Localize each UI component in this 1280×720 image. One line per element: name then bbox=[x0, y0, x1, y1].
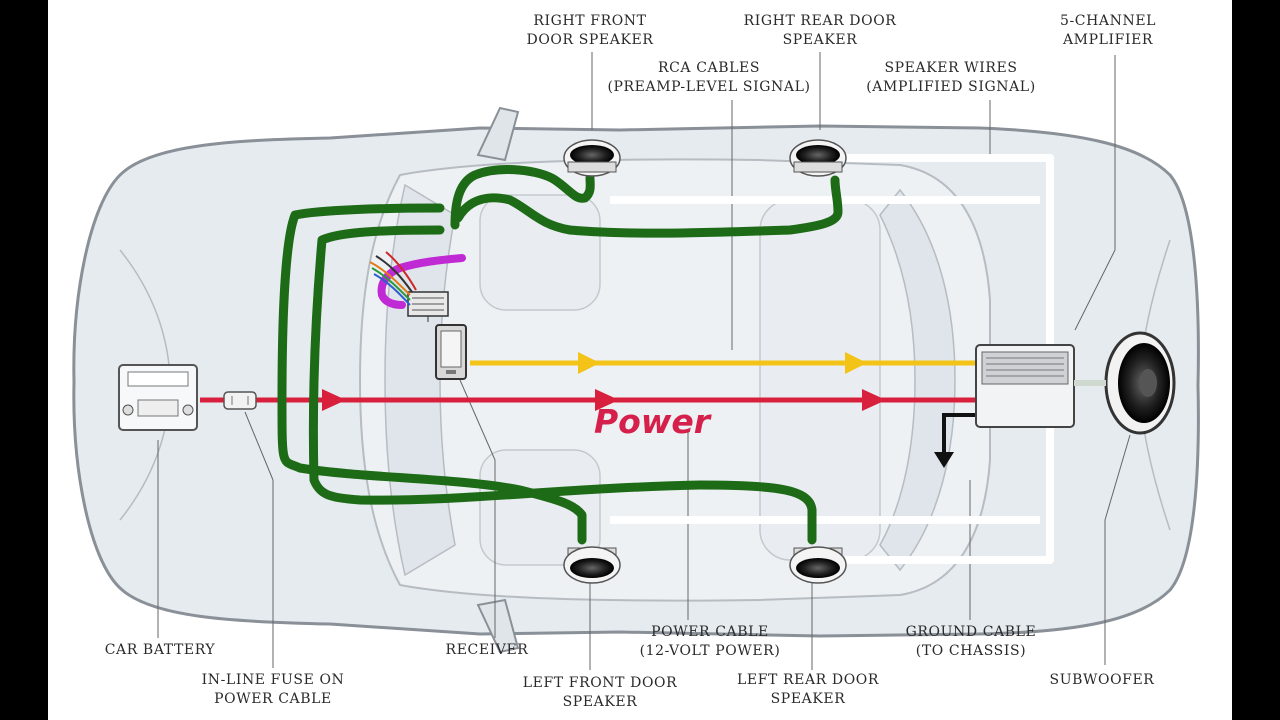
rear-seat bbox=[759, 199, 881, 561]
car-battery-label: CAR BATTERY bbox=[104, 642, 216, 658]
ground-arrow bbox=[942, 413, 975, 455]
car-body bbox=[72, 106, 1200, 654]
mirror-right bbox=[476, 106, 520, 162]
speaker-icon-right-front bbox=[563, 139, 621, 177]
subwoofer-label: SUBWOOFER bbox=[1049, 672, 1155, 688]
inline-fuse-icon bbox=[223, 391, 257, 410]
mirror-left bbox=[476, 598, 520, 654]
ground-cable-label: GROUND CABLE(TO CHASSIS) bbox=[905, 624, 1037, 659]
rca-arrow-1 bbox=[578, 352, 600, 374]
receiver-icon bbox=[435, 324, 467, 380]
rca-cables-label: RCA CABLES(PREAMP-LEVEL SIGNAL) bbox=[607, 60, 811, 95]
front-seat-right bbox=[479, 194, 601, 311]
power-annotation: Power bbox=[594, 402, 710, 441]
speaker-icon-left-rear bbox=[789, 546, 847, 584]
front-seat-left bbox=[479, 449, 601, 566]
wire-harness-icon bbox=[369, 251, 449, 322]
car-battery-icon bbox=[118, 364, 198, 431]
power-arrow-1 bbox=[322, 389, 346, 411]
speaker-icon-left-front bbox=[563, 546, 621, 584]
amplifier-icon bbox=[975, 344, 1075, 428]
car-rear-window bbox=[879, 188, 956, 572]
speaker-wires-label: SPEAKER WIRES(AMPLIFIED SIGNAL) bbox=[866, 60, 1036, 95]
subwoofer-icon bbox=[1074, 331, 1176, 435]
power-arrow-3 bbox=[862, 389, 886, 411]
green-speaker-wires bbox=[277, 165, 843, 545]
receiver-label: RECEIVER bbox=[445, 642, 529, 658]
speaker-icon-right-rear bbox=[789, 139, 847, 177]
amplified-speaker-wires bbox=[610, 154, 1054, 564]
rca-arrow-2 bbox=[845, 352, 867, 374]
power-cable-label: POWER CABLE(12-VOLT POWER) bbox=[639, 624, 781, 659]
power-arrow-2 bbox=[595, 389, 619, 411]
